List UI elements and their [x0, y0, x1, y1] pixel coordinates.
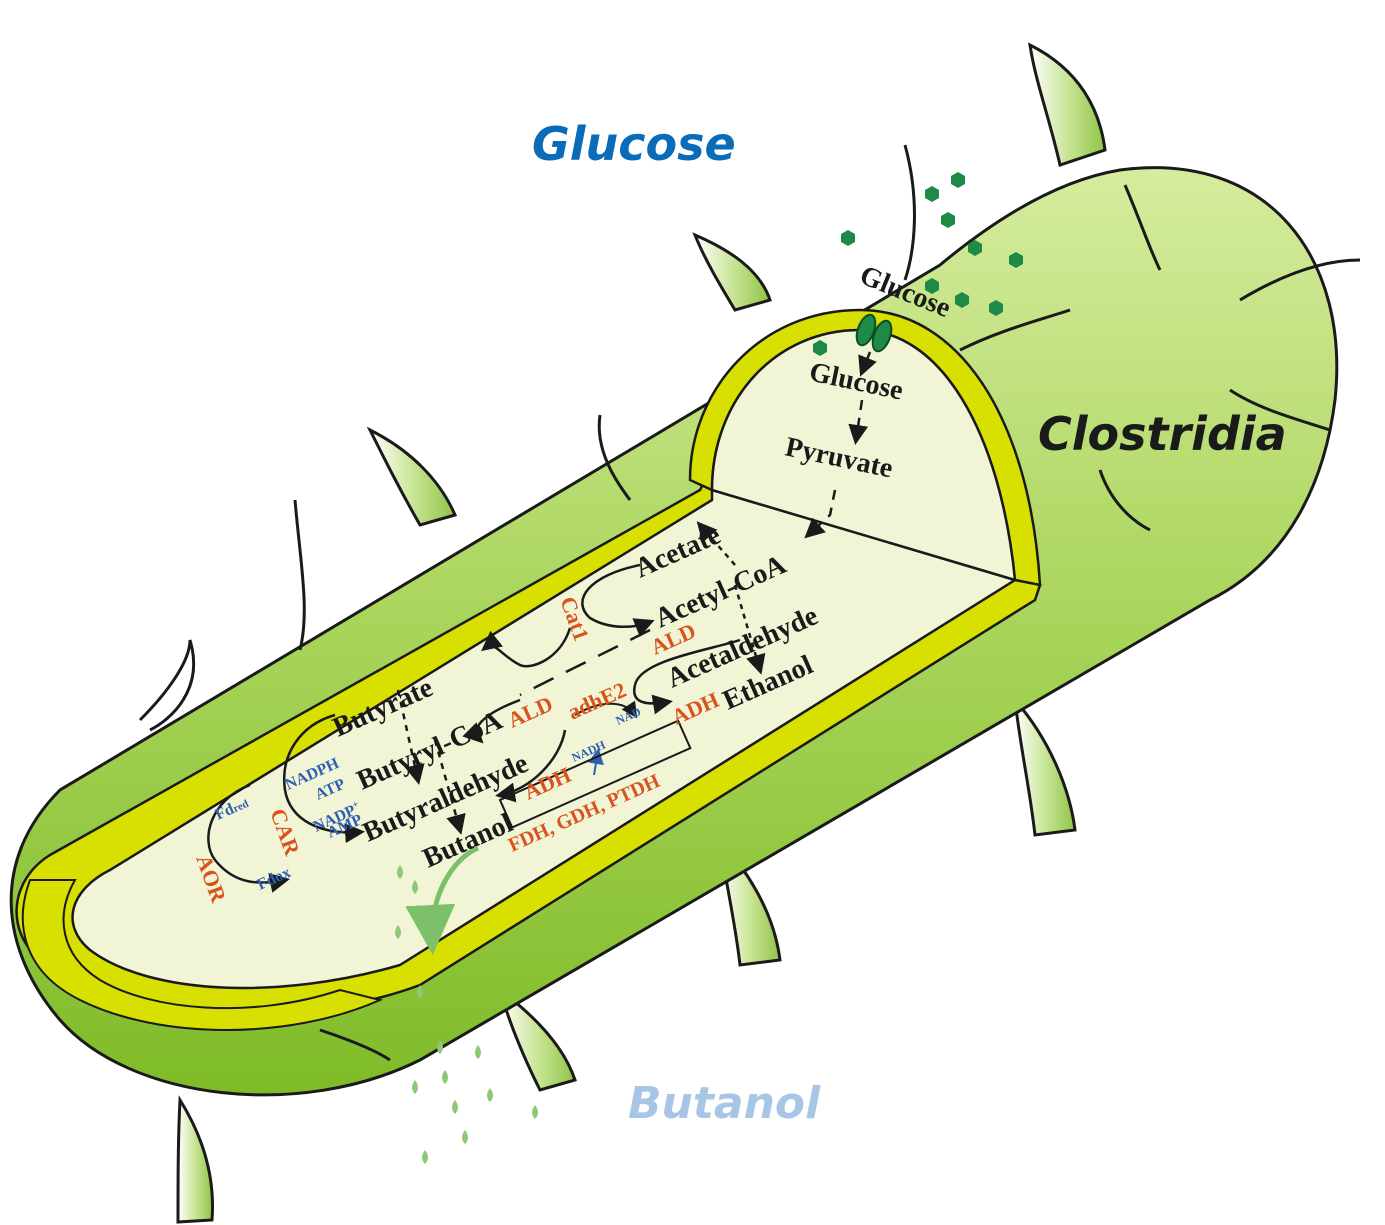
- butanol-export-arrow: [405, 845, 480, 955]
- glucose-molecules: [813, 172, 1023, 356]
- surface-hooks: [138, 144, 1361, 1062]
- butanol-droplets: [395, 865, 538, 1164]
- outside-butanol-label: Butanol: [628, 1078, 821, 1129]
- fd-red-label: Fdred: [213, 794, 251, 824]
- cytoplasm-section: [71, 488, 1019, 990]
- outside-glucose-label: Glucose: [532, 117, 736, 171]
- pathway-arrows: [207, 351, 877, 893]
- end-crescent: [21, 879, 384, 1031]
- organism-label: Clostridia: [1038, 407, 1287, 461]
- enzyme-box: [498, 719, 692, 829]
- nad-arc-arrow: [574, 700, 638, 719]
- glucose-transporter: [855, 313, 893, 353]
